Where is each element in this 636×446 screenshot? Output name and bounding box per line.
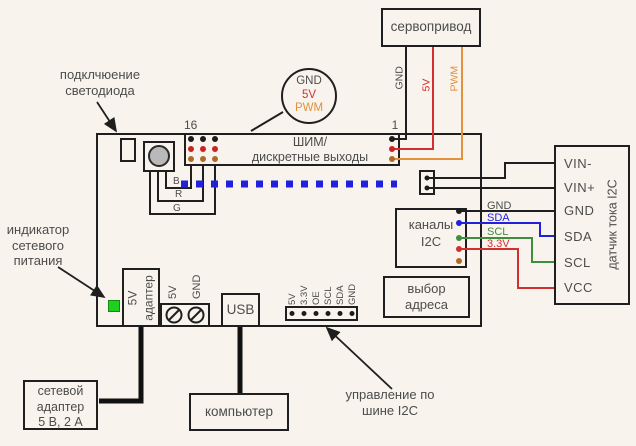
i2c-channel-pins xyxy=(456,208,462,264)
led-wires xyxy=(149,166,216,215)
sensor-pin-vin-minus: VIN- xyxy=(564,156,592,171)
legend-pwm: PWM xyxy=(294,102,324,114)
wire-vin-minus xyxy=(427,162,554,179)
power-cables xyxy=(99,327,243,404)
led-connector-slot xyxy=(120,138,136,162)
legend-5v: 5V xyxy=(301,88,317,101)
wire-i2c-scl xyxy=(459,237,554,263)
screw-terminal xyxy=(160,303,210,327)
computer-title: компьютер xyxy=(204,403,274,419)
arrow-i2c-control xyxy=(325,326,393,390)
vin-connector xyxy=(419,170,435,195)
wire-servo-5v xyxy=(392,47,434,150)
sensor-pin-sda: SDA xyxy=(564,229,593,244)
i2c-wire-scl-label: SCL xyxy=(487,226,509,238)
address-select-title: выбор адреса xyxy=(404,281,448,312)
current-sensor-box xyxy=(554,145,630,305)
vin-wires xyxy=(427,162,554,189)
wire-i2c-sda xyxy=(459,222,554,237)
led-lens xyxy=(148,145,170,167)
usb-label: USB xyxy=(226,301,255,317)
screw-heads xyxy=(165,306,205,324)
power-jack xyxy=(122,268,160,327)
led-module xyxy=(143,141,175,172)
sensor-pin-scl: SCL xyxy=(564,255,591,270)
computer-box xyxy=(189,393,289,431)
usb-port xyxy=(221,293,260,327)
i2c-wire-sda-label: SDA xyxy=(487,212,510,224)
address-select-box xyxy=(383,276,470,318)
power-adapter-title: сетевой адаптер 5 В, 2 А xyxy=(36,384,85,429)
vin-connector-pins xyxy=(424,175,430,191)
pin-legend-text: GND 5V PWM xyxy=(281,75,337,116)
cable-power-adapter xyxy=(99,327,144,404)
led-wire-r-label: R xyxy=(174,189,184,201)
wire-servo-gnd xyxy=(392,47,407,140)
power-indicator-led xyxy=(108,300,120,312)
led-wire-g-label: G xyxy=(172,203,182,215)
pwm-header-title: ШИМ/ дискретные выходы xyxy=(251,135,369,164)
header-pins-left xyxy=(188,136,218,162)
sensor-pin-gnd: GND xyxy=(564,203,595,218)
sensor-pin-vcc: VCC xyxy=(564,280,593,295)
circle-pointer-line xyxy=(250,111,284,132)
i2c-control-label: управление по шине I2C xyxy=(345,387,435,418)
arrow-power-indicator xyxy=(57,266,106,298)
header-pin16-label: 16 xyxy=(184,118,198,132)
i2c-control-header xyxy=(285,306,358,321)
i2c-channels-title: каналы I2C xyxy=(408,217,454,249)
servo-title: сервопривод xyxy=(390,19,472,35)
led-connection-label: подклчюение светодиода xyxy=(59,67,141,98)
i2c-wires xyxy=(459,210,554,289)
i2c-wire-gnd-label: GND xyxy=(487,200,512,212)
pin-legend-circle xyxy=(281,68,337,124)
wire-i2c-33v xyxy=(459,248,554,289)
annotation-arrows xyxy=(57,101,393,390)
i2c-wire-33v-label: 3.3V xyxy=(487,238,510,250)
wire-led-b xyxy=(165,166,192,189)
arrow-led-connection xyxy=(96,101,117,133)
wire-servo-pwm xyxy=(392,47,463,160)
header-pins-right xyxy=(389,136,395,162)
power-indicator-label: индикатор сетевого питания xyxy=(6,222,70,269)
wire-led-g xyxy=(149,166,216,215)
servo-wires xyxy=(392,47,463,160)
legend-gnd: GND xyxy=(296,75,322,87)
servo-box xyxy=(381,8,481,47)
sensor-pin-vin-plus: VIN+ xyxy=(564,180,596,195)
led-wire-b-label: B xyxy=(172,176,181,188)
control-header-pins xyxy=(289,311,355,316)
header-pin1-label: 1 xyxy=(391,118,399,132)
power-adapter-box xyxy=(23,380,98,430)
